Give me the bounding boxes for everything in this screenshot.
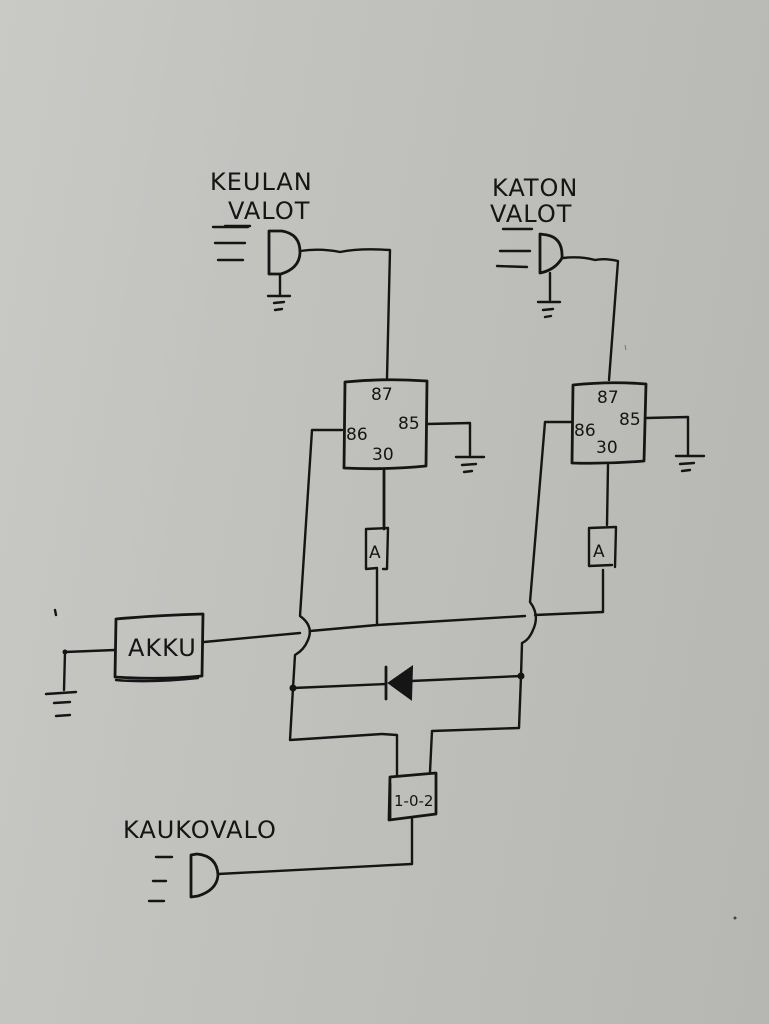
wire-keulan-to-relay87	[298, 248, 392, 380]
lamp-label-katon-line2: VALOT	[490, 200, 572, 228]
ground-icon	[536, 300, 562, 319]
lamp-keulan-valot: KEULAN VALOT	[210, 168, 392, 380]
battery-shadow	[114, 676, 200, 683]
relay-pin-85: 85	[398, 414, 420, 434]
fuse-label: A	[369, 543, 381, 563]
ink-mark	[53, 608, 58, 617]
wire-relay-right-30-to-fuse	[605, 463, 610, 527]
relay-body	[342, 378, 429, 471]
battery-label: AKKU	[128, 634, 197, 662]
relay-pin-30: 30	[596, 438, 618, 458]
battery-body	[113, 612, 205, 680]
switch-label: 1-0-2	[394, 792, 433, 810]
relay-left: 87 86 85 30	[342, 378, 486, 474]
fuse-label: A	[593, 542, 605, 562]
fuse-left: A	[364, 468, 390, 626]
wire-battery-plus-bus	[202, 610, 605, 644]
light-ray	[495, 264, 529, 269]
wire-relay-left-85-ground	[425, 421, 472, 457]
relay-pin-85: 85	[619, 410, 641, 430]
relay-pin-30: 30	[372, 445, 394, 465]
lamp-bulb-icon	[267, 229, 302, 276]
switch-1-0-2: 1-0-2	[387, 771, 438, 866]
wire-diode-anode	[409, 674, 523, 683]
relay-pin-86: 86	[346, 425, 368, 445]
relay-right: 87 86 85 30	[570, 381, 706, 473]
fuse-body	[587, 525, 618, 569]
fuse-right: A	[587, 463, 618, 614]
lamp-label-keulan-line2: VALOT	[228, 197, 310, 225]
lamp-label-kaukovalo: KAUKOVALO	[123, 816, 277, 844]
lamp-label-keulan-line1: KEULAN	[210, 168, 313, 196]
lamp-bulb-icon	[538, 232, 564, 275]
fuse-body	[364, 526, 390, 571]
ink-speck	[624, 344, 627, 351]
lamp-bulb-icon	[189, 852, 220, 899]
wire-switch-position-2	[428, 674, 523, 774]
wire-relay-right-85-ground	[644, 415, 690, 457]
relay-pin-87: 87	[371, 385, 393, 405]
ink-speck	[733, 916, 737, 920]
relay-pin-87: 87	[597, 388, 619, 408]
ground-icon	[44, 690, 78, 718]
junction-dot	[62, 649, 68, 655]
wire-switch-to-kaukovalo	[216, 862, 414, 876]
ground-icon	[454, 455, 486, 474]
wire-relay-right-86	[519, 420, 573, 678]
wire-katon-to-relay87	[561, 256, 620, 382]
relay-pin-86: 86	[574, 421, 596, 441]
lamp-katon-valot: KATON VALOT	[490, 174, 620, 382]
ground-icon	[674, 454, 706, 473]
battery: AKKU	[44, 608, 205, 718]
lamp-kaukovalo: KAUKOVALO	[123, 816, 414, 903]
relay-body	[570, 381, 648, 465]
wire-diode-cathode	[291, 682, 388, 690]
diode	[289, 665, 525, 701]
ground-icon	[266, 294, 292, 312]
diode-icon	[387, 665, 414, 701]
wire-relay-left-86	[291, 428, 344, 690]
wire-battery-minus	[62, 648, 117, 692]
lamp-label-katon-line1: KATON	[492, 174, 578, 202]
wire-switch-position-1	[288, 686, 399, 777]
